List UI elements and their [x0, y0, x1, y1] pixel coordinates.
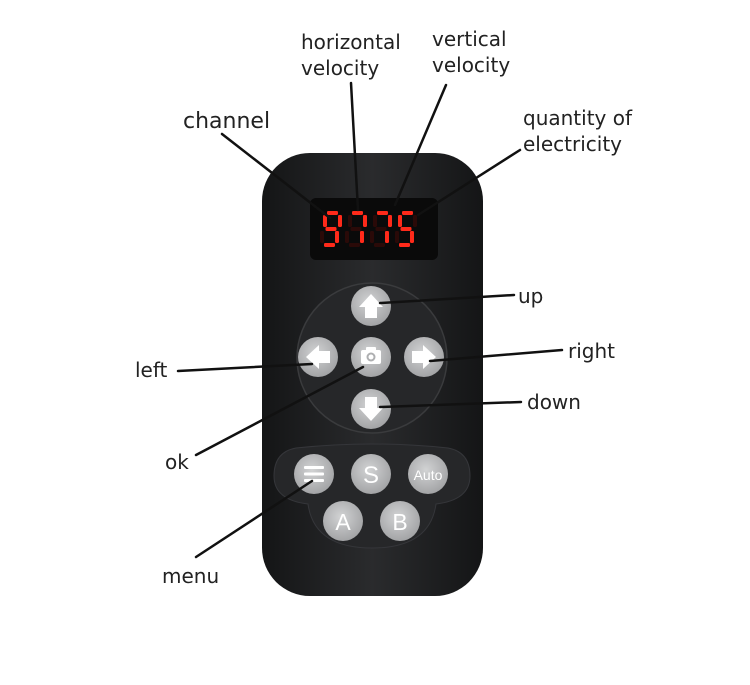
- label-left: left: [135, 358, 168, 382]
- led-segment-c: [360, 231, 364, 243]
- led-segment-f: [323, 215, 327, 227]
- label-horizontal-velocity-line2: velocity: [301, 56, 380, 80]
- led-segment-a: [352, 211, 363, 215]
- label-vertical-velocity: vertical velocity: [432, 26, 510, 78]
- led-segment-c: [385, 231, 389, 243]
- led-segment-f: [348, 215, 352, 227]
- up-button[interactable]: [351, 286, 391, 326]
- led-display: [320, 211, 417, 247]
- leader-quantity-of-electricity: [416, 148, 522, 217]
- leader-menu: [194, 479, 314, 559]
- menu-button[interactable]: [294, 454, 334, 494]
- led-segment-d: [324, 243, 335, 247]
- left-button[interactable]: [298, 337, 338, 377]
- led-digit: [370, 211, 392, 247]
- b-button[interactable]: B: [380, 501, 420, 541]
- led-segment-e: [345, 231, 349, 243]
- right-button[interactable]: [404, 337, 444, 377]
- label-horizontal-velocity-line1: horizontal: [301, 30, 401, 54]
- led-segment-e: [395, 231, 399, 243]
- arrow-left-icon: [306, 345, 330, 369]
- auto-button[interactable]: Auto: [408, 454, 448, 494]
- label-quantity-line2: electricity: [523, 132, 623, 156]
- led-segment-a: [327, 211, 338, 215]
- led-segment-d: [349, 243, 360, 247]
- led-segment-g: [375, 227, 387, 231]
- camera-icon: [361, 347, 381, 364]
- led-segment-b: [388, 215, 392, 227]
- led-segment-a: [377, 211, 388, 215]
- led-segment-g: [400, 227, 412, 231]
- label-quantity-line1: quantity of: [523, 106, 633, 130]
- label-quantity-of-electricity: quantity of electricity: [523, 105, 632, 157]
- led-segment-d: [374, 243, 385, 247]
- led-segment-c: [335, 231, 339, 243]
- down-button[interactable]: [351, 389, 391, 429]
- led-segment-g: [350, 227, 362, 231]
- led-segment-b: [338, 215, 342, 227]
- leader-down: [378, 400, 523, 409]
- led-segment-d: [399, 243, 410, 247]
- leader-channel: [220, 132, 332, 220]
- label-ok: ok: [165, 450, 189, 474]
- leader-up: [378, 293, 516, 305]
- menu-icon: [304, 466, 324, 482]
- leader-horizontal-velocity: [349, 81, 360, 212]
- label-up: up: [518, 284, 544, 308]
- label-channel: channel: [183, 109, 271, 134]
- led-digit: [395, 211, 417, 247]
- leader-ok: [194, 365, 365, 457]
- s-button-label: S: [363, 462, 379, 489]
- led-segment-b: [363, 215, 367, 227]
- led-segment-b: [413, 215, 417, 227]
- leader-left: [176, 362, 314, 373]
- led-segment-f: [373, 215, 377, 227]
- arrow-down-icon: [359, 397, 383, 421]
- label-menu: menu: [162, 564, 220, 588]
- s-button[interactable]: S: [351, 454, 391, 494]
- led-segment-g: [325, 227, 337, 231]
- b-button-label: B: [392, 509, 407, 535]
- led-digit: [345, 211, 367, 247]
- label-down: down: [527, 390, 581, 414]
- leader-right: [428, 348, 564, 363]
- arrow-right-icon: [412, 345, 436, 369]
- led-segment-f: [398, 215, 402, 227]
- a-button-label: A: [335, 509, 351, 535]
- auto-button-label: Auto: [414, 467, 443, 483]
- leader-vertical-velocity: [393, 83, 448, 207]
- label-vertical-velocity-line1: vertical: [432, 27, 507, 51]
- led-digit: [320, 211, 342, 247]
- a-button[interactable]: A: [323, 501, 363, 541]
- arrow-up-icon: [359, 294, 383, 318]
- led-segment-e: [320, 231, 324, 243]
- led-segment-c: [410, 231, 414, 243]
- label-horizontal-velocity: horizontal velocity: [301, 29, 401, 81]
- leader-lines: [176, 81, 564, 559]
- label-vertical-velocity-line2: velocity: [432, 53, 511, 77]
- label-right: right: [568, 339, 615, 363]
- led-segment-a: [402, 211, 413, 215]
- led-segment-e: [370, 231, 374, 243]
